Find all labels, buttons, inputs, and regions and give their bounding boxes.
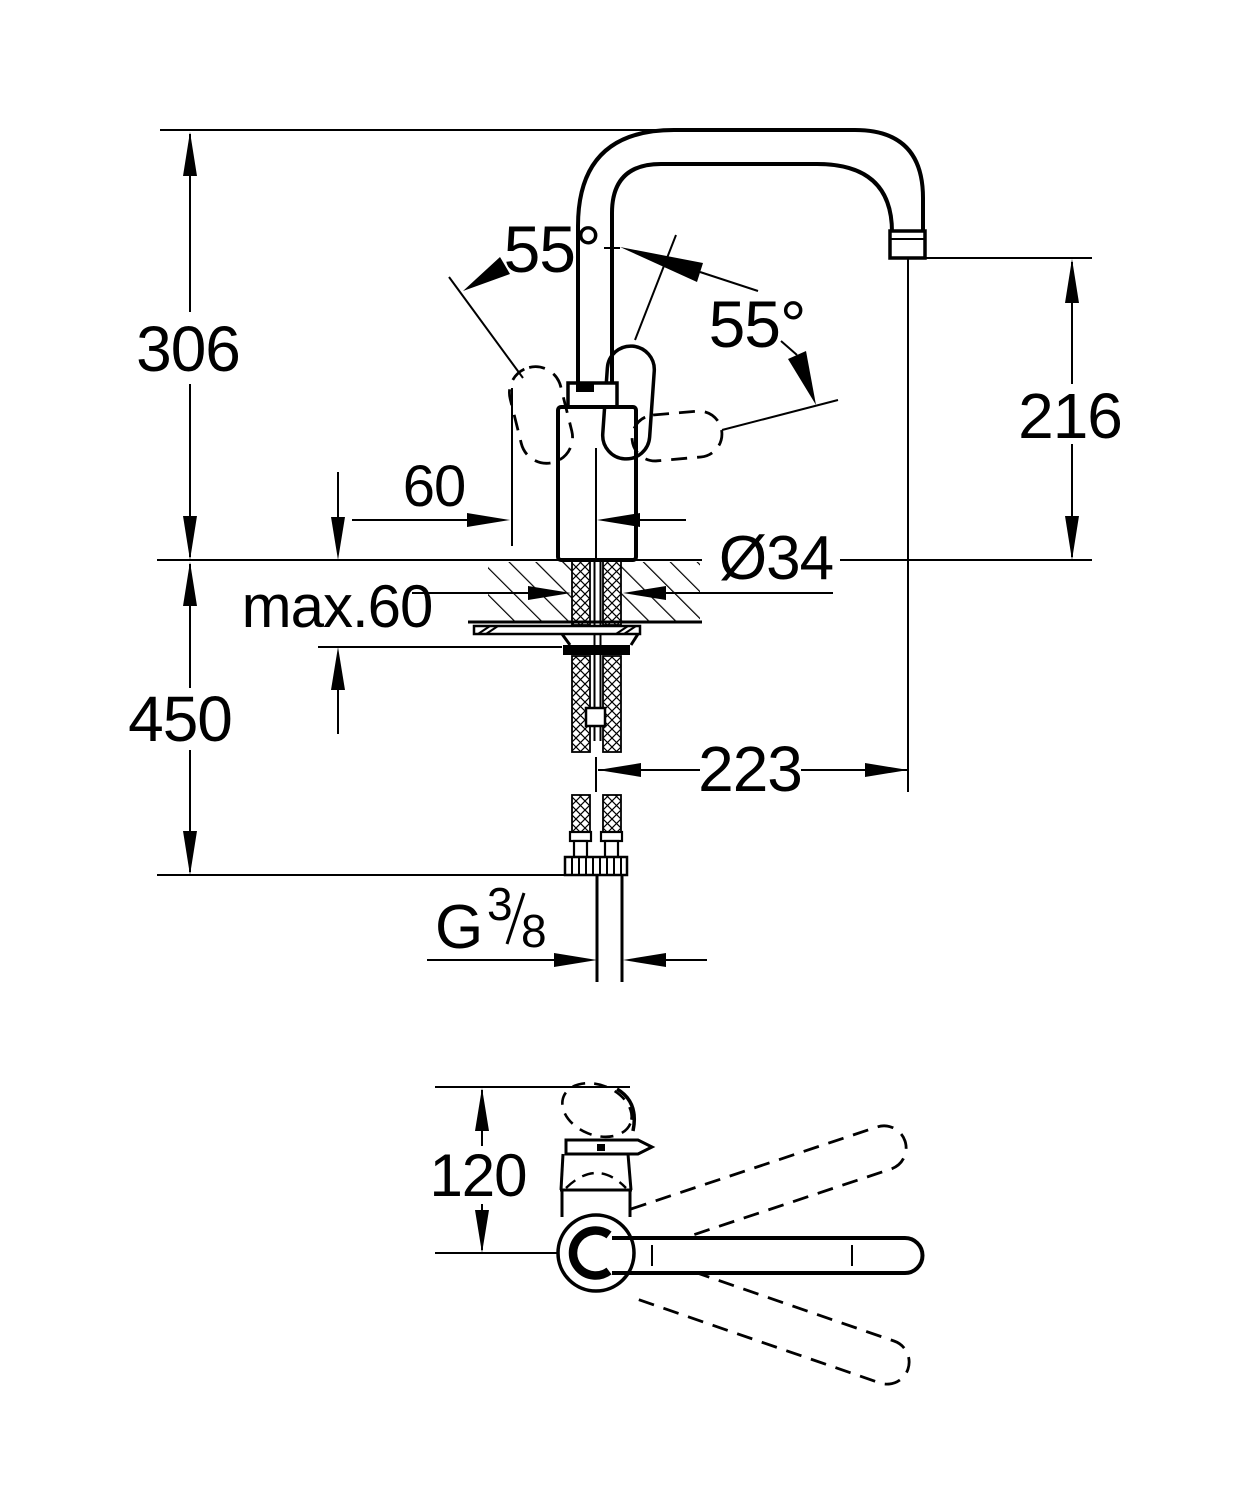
faucet-body xyxy=(556,405,638,562)
label-55-left: 55° xyxy=(504,212,601,286)
dimension-450: 450 xyxy=(128,562,233,875)
topview-spout-bar xyxy=(612,1236,925,1275)
label-450: 450 xyxy=(128,683,232,755)
angle-55-right: 55° xyxy=(709,287,839,431)
dimension-thread-g38: G 3 8 xyxy=(427,878,707,967)
dimension-diameter-34: Ø34 xyxy=(412,524,834,600)
mounting-hardware xyxy=(472,624,642,741)
supply-hoses xyxy=(571,560,622,753)
label-diameter: Ø34 xyxy=(719,524,833,593)
label-thread-den: 8 xyxy=(521,905,546,957)
dimension-223: 223 xyxy=(598,733,908,805)
dimension-306: 306 xyxy=(136,132,241,560)
spout-swivel-lower-dashed xyxy=(630,1253,911,1386)
label-thread-num: 3 xyxy=(487,878,512,930)
label-thread-g: G xyxy=(435,893,482,962)
side-view: 306 450 max.60 Ø34 xyxy=(128,128,1123,982)
hose-fittings xyxy=(563,794,629,982)
label-max60: max.60 xyxy=(242,573,433,640)
topview-handle xyxy=(559,1081,656,1217)
label-306: 306 xyxy=(136,313,240,385)
dimension-216: 216 xyxy=(1018,259,1123,560)
top-view: 120 xyxy=(429,1081,925,1386)
dimension-120: 120 xyxy=(429,1088,528,1253)
handle-position-right-dashed xyxy=(630,409,724,463)
handle-position-left-dashed xyxy=(508,365,574,465)
aerator xyxy=(888,229,927,260)
handle-collar xyxy=(566,381,619,409)
label-216: 216 xyxy=(1018,380,1122,452)
spout-swivel-upper-dashed xyxy=(630,1124,908,1253)
angle-55-left: 55° xyxy=(448,212,759,379)
dimension-60: 60 xyxy=(352,454,686,527)
pivot-inner-ring xyxy=(568,1226,612,1280)
spout-outline xyxy=(576,128,925,383)
label-120: 120 xyxy=(429,1142,526,1209)
pivot-outer-circle xyxy=(556,1213,636,1293)
label-60: 60 xyxy=(403,454,466,519)
dimension-max60: max.60 xyxy=(242,472,433,734)
label-223: 223 xyxy=(698,733,802,805)
